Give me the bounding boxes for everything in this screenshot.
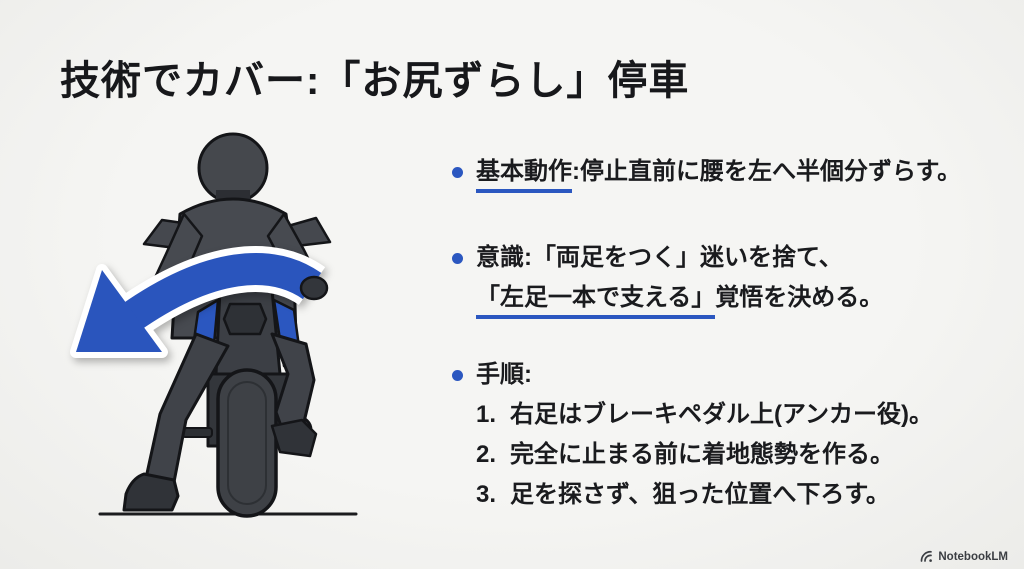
left-shift-arrow-icon bbox=[70, 246, 326, 358]
mindset-text: 意識:「両足をつく」迷いを捨て、「左足一本で支える」覚悟を決める。 bbox=[476, 238, 884, 319]
brand-label: NotebookLM bbox=[938, 550, 1008, 563]
right-glove bbox=[299, 275, 329, 301]
step-text: 右足はブレーキペダル上(アンカー役)。 bbox=[510, 401, 934, 428]
procedure-step: 2. 完全に止まる前に着地態勢を作る。 bbox=[476, 435, 933, 475]
wheel-tread bbox=[227, 381, 267, 505]
basic-action-text: 基本動作:停止直前に腰を左へ半個分ずらす。 bbox=[476, 152, 962, 193]
underlined-phrase: 「左足一本で支える」 bbox=[476, 284, 716, 319]
right-boot bbox=[270, 418, 318, 458]
basic-action-rest: :停止直前に腰を左へ半個分ずらす。 bbox=[572, 158, 962, 185]
motorcycle-rider-illustration bbox=[58, 122, 418, 542]
mindset-line1: 意識:「両足をつく」迷いを捨て、 bbox=[476, 244, 843, 271]
bullet-item-basic-action: 基本動作:停止直前に腰を左へ半個分ずらす。 bbox=[452, 152, 1017, 193]
step-text: 足を探さず、狙った位置へ下ろす。 bbox=[510, 481, 890, 508]
bullet-list: 基本動作:停止直前に腰を左へ半個分ずらす。 意識:「両足をつく」迷いを捨て、「左… bbox=[452, 152, 1017, 515]
procedure-block: 手順: 1. 右足はブレーキペダル上(アンカー役)。 2. 完全に止まる前に着地… bbox=[476, 355, 933, 515]
bullet-item-procedure: 手順: 1. 右足はブレーキペダル上(アンカー役)。 2. 完全に止まる前に着地… bbox=[452, 355, 1017, 515]
notebooklm-logo-icon bbox=[921, 550, 933, 562]
foot-peg bbox=[181, 427, 213, 438]
step-text: 完全に止まる前に着地態勢を作る。 bbox=[510, 441, 894, 468]
bullet-dot-icon bbox=[452, 167, 463, 178]
procedure-label: 手順: bbox=[476, 361, 532, 388]
step-number: 2. bbox=[476, 441, 497, 468]
mindset-line2-rest: 覚悟を決める。 bbox=[715, 284, 884, 311]
taillight bbox=[222, 302, 268, 336]
arrowhead bbox=[76, 270, 162, 352]
left-boot bbox=[122, 472, 180, 512]
arrow-band bbox=[120, 253, 322, 332]
underlined-term: 基本動作 bbox=[476, 158, 572, 193]
bullet-dot-icon bbox=[452, 253, 463, 264]
notebooklm-branding: NotebookLM bbox=[920, 550, 1008, 563]
procedure-step: 3. 足を探さず、狙った位置へ下ろす。 bbox=[476, 475, 933, 515]
step-number: 1. bbox=[476, 401, 497, 428]
rear-wheel bbox=[216, 368, 278, 518]
bullet-item-mindset: 意識:「両足をつく」迷いを捨て、「左足一本で支える」覚悟を決める。 bbox=[452, 238, 1017, 319]
bullet-dot-icon bbox=[452, 370, 463, 381]
page-title: 技術でカバー:「お尻ずらし」停車 bbox=[60, 59, 690, 103]
step-number: 3. bbox=[476, 481, 497, 508]
motorcycle-rider-rear-view-graphic bbox=[70, 132, 358, 518]
procedure-step: 1. 右足はブレーキペダル上(アンカー役)。 bbox=[476, 395, 933, 435]
